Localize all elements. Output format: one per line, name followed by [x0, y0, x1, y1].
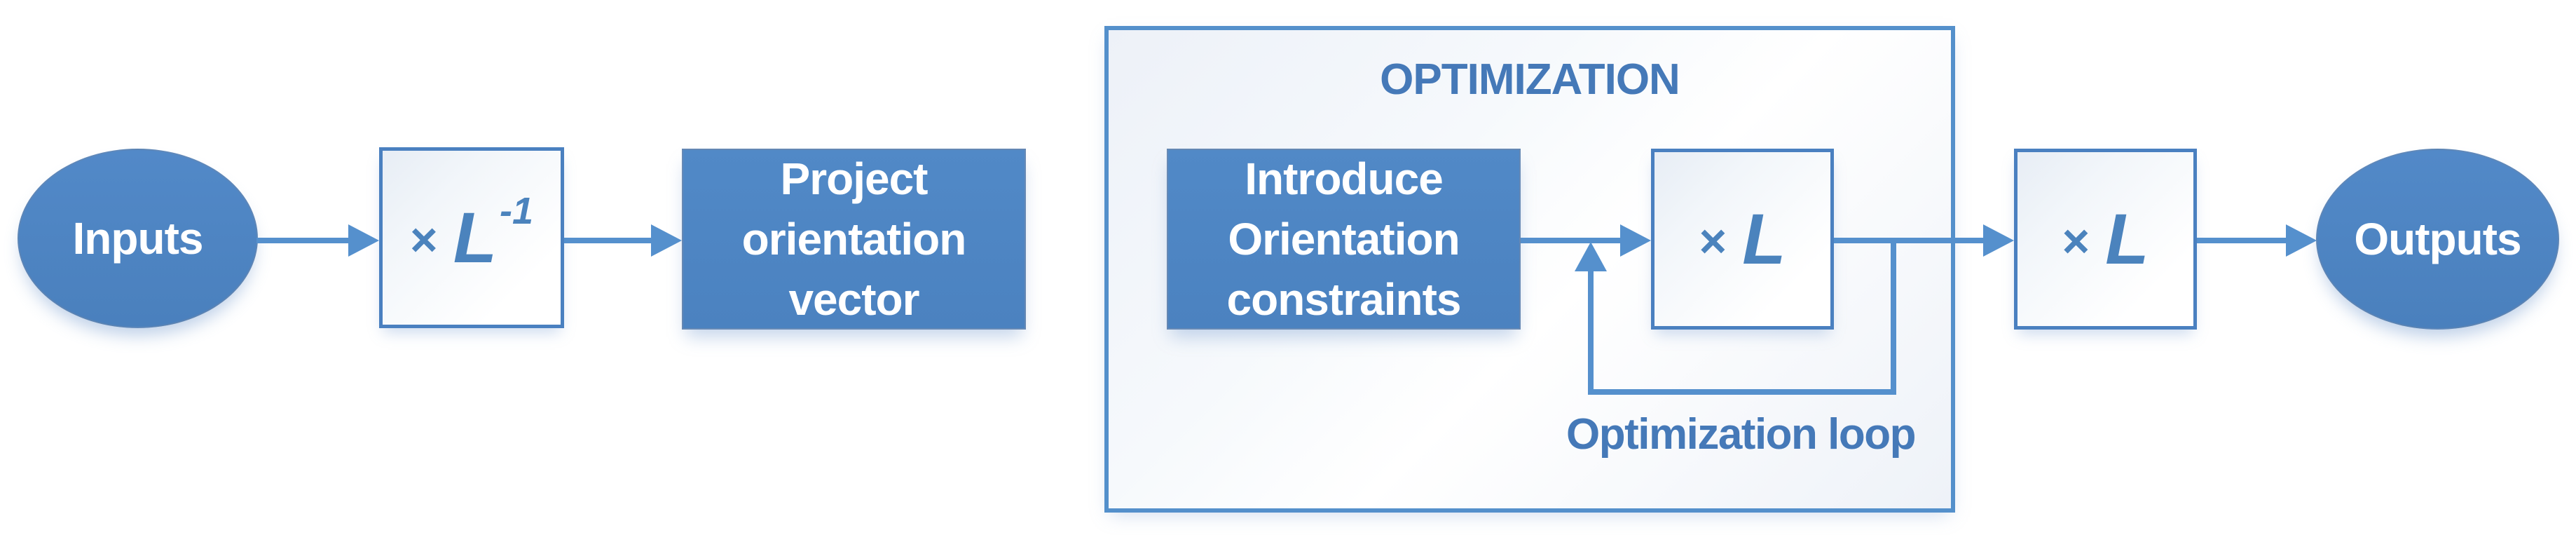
- optimization-loop-label: Optimization loop: [1566, 410, 1917, 459]
- outputs-label: Outputs: [2354, 214, 2521, 264]
- connector-constraints-to-linner: [1521, 238, 1622, 243]
- arrowhead-right-icon: [1983, 224, 2014, 257]
- multiply-sign: ×: [1699, 215, 1727, 268]
- multiply-l-inner-box: × L: [1651, 149, 1834, 330]
- connector-inputs-to-linverse: [256, 238, 350, 243]
- l-symbol: L: [2105, 198, 2149, 279]
- optimization-group-title: OPTIMIZATION: [1380, 55, 1680, 104]
- multiply-l-outer-box: × L: [2014, 149, 2197, 330]
- introduce-orientation-constraints-box: Introduce Orientation constraints: [1167, 149, 1521, 330]
- multiply-sign: ×: [2062, 215, 2090, 268]
- introduce-orientation-constraints-label: Introduce Orientation constraints: [1226, 154, 1462, 325]
- inverse-exponent: -1: [500, 190, 534, 232]
- multiply-l-inverse-box: × L -1: [379, 147, 564, 328]
- inputs-start-node: Inputs: [18, 149, 258, 328]
- feedback-loop-left-segment: [1588, 270, 1594, 395]
- arrowhead-right-icon: [1620, 224, 1651, 257]
- multiply-sign: ×: [409, 213, 438, 266]
- outputs-end-node: Outputs: [2316, 149, 2559, 330]
- l-symbol: L: [453, 197, 497, 278]
- arrowhead-right-icon: [651, 224, 682, 257]
- inputs-label: Inputs: [72, 213, 204, 264]
- connector-linner-to-louter: [1834, 238, 1985, 243]
- project-orientation-vector-box: Project orientation vector: [682, 149, 1026, 330]
- connector-louter-to-outputs: [2197, 238, 2288, 243]
- project-orientation-vector-label: Project orientation vector: [741, 154, 967, 325]
- arrowhead-up-icon: [1575, 242, 1607, 271]
- feedback-loop-bottom-segment: [1588, 389, 1896, 395]
- l-symbol: L: [1742, 198, 1786, 279]
- connector-linverse-to-project: [564, 238, 653, 243]
- feedback-loop-right-segment: [1891, 238, 1896, 395]
- arrowhead-right-icon: [2286, 224, 2317, 257]
- arrowhead-right-icon: [348, 224, 379, 257]
